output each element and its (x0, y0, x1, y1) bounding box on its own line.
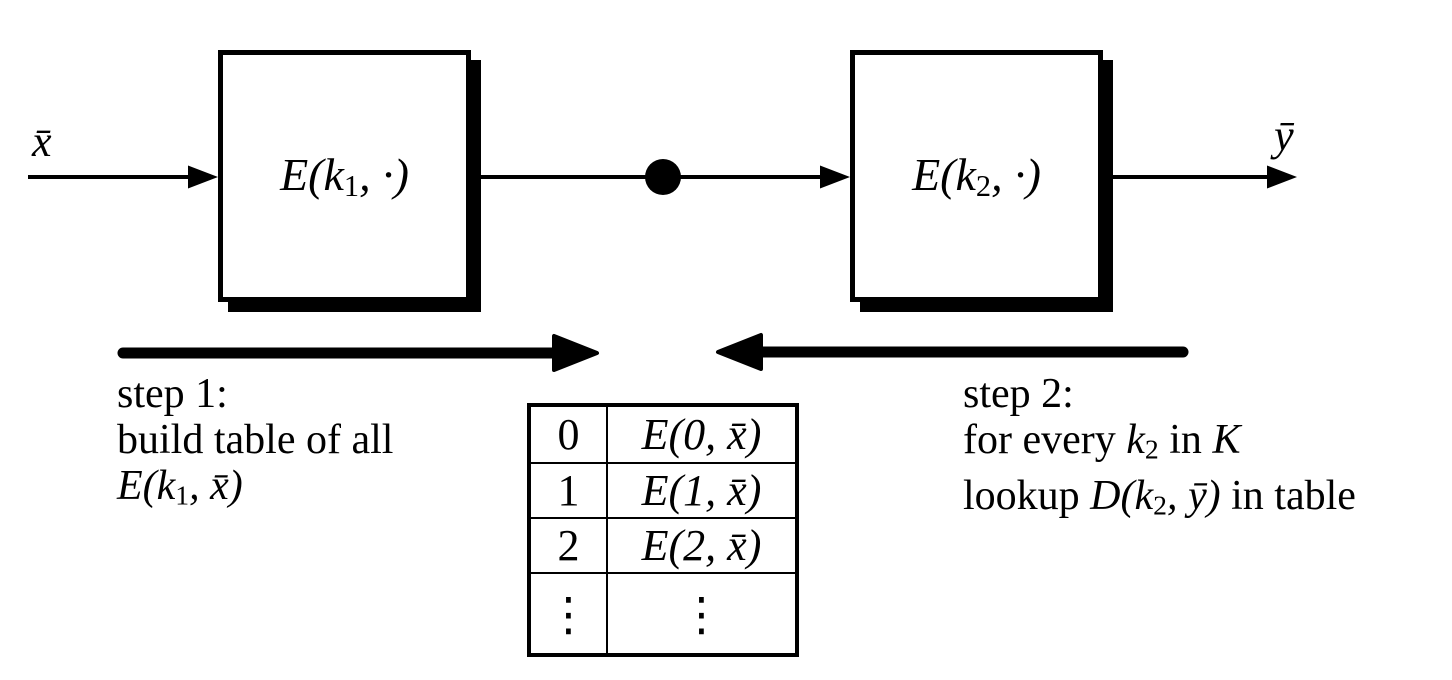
step1-line-3: E(k1, x̄) (117, 463, 243, 511)
table-key-cell: 0 (531, 407, 608, 462)
step2-line-1: step 2: (963, 371, 1074, 417)
step1-arrow (117, 334, 599, 372)
step2-arrowhead-icon (716, 333, 763, 371)
lookup-table: 0 E(0, x̄) 1 E(1, x̄) 2 E(2, x̄) ⋮ ⋮ (527, 403, 799, 657)
step1-line-2: build table of all (117, 417, 394, 463)
table-row-vdots: ⋮ ⋮ (531, 572, 795, 653)
table-value-cell: E(1, x̄) (641, 466, 762, 515)
table-key-cell: 2 (531, 519, 608, 572)
output-arrow (1110, 165, 1297, 189)
table-row: 2 E(2, x̄) (531, 517, 795, 572)
table-row: 1 E(1, x̄) (531, 462, 795, 517)
encryption-box-2: E(k2, ·) (850, 50, 1103, 302)
output-wire-label: ȳ (1274, 111, 1294, 160)
table-key-cell: 1 (531, 464, 608, 517)
step2-line-3: lookup D(k2, ȳ) in table (963, 472, 1356, 521)
step1-annotation: step 1: build table of all E(k1, x̄) (117, 371, 393, 519)
step1-arrowhead-icon (552, 334, 599, 372)
output-arrowhead-icon (1267, 165, 1297, 189)
encryption-box-1: E(k1, ·) (218, 50, 471, 302)
encryption-box-1-label: E(k1, ·) (280, 148, 409, 204)
input-wire-label: x̄ (32, 117, 52, 166)
step2-annotation: step 2: for every k2 in K lookup D(k2, y… (963, 371, 1356, 528)
step1-line-1: step 1: (117, 371, 228, 417)
step2-line-2: for every k2 in K (963, 417, 1241, 465)
table-key-cell: ⋮ (531, 574, 608, 653)
table-value-cell: E(2, x̄) (641, 521, 762, 570)
input-arrow (28, 165, 218, 189)
middle-arrowhead-icon (820, 165, 850, 189)
middle-connector-arrow (470, 159, 850, 195)
step2-arrow (716, 333, 1189, 371)
junction-dot (645, 159, 681, 195)
table-value-cell: E(0, x̄) (641, 410, 762, 459)
encryption-box-2-label: E(k2, ·) (912, 148, 1041, 204)
table-value-cell: ⋮ (678, 586, 725, 641)
table-row: 0 E(0, x̄) (531, 407, 795, 462)
input-arrowhead-icon (188, 165, 218, 189)
